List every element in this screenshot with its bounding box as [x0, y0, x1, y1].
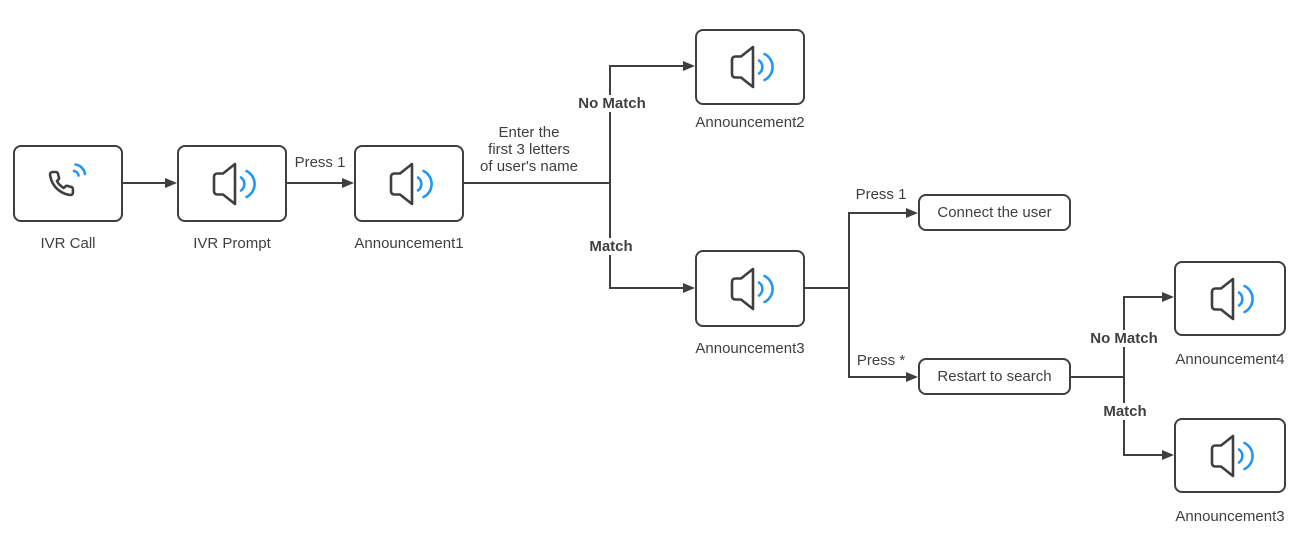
arrowhead-into-ivrprompt	[165, 178, 177, 188]
speaker-icon	[1202, 276, 1258, 322]
node-ivr-call[interactable]	[13, 145, 123, 222]
arrowhead-into-announcement3-repeat	[1162, 450, 1174, 460]
node-announcement3-repeat[interactable]	[1174, 418, 1286, 493]
node-label-ivr-call: IVR Call	[40, 235, 96, 252]
speaker-icon	[381, 161, 437, 207]
connector-ivrcall-to-ivrprompt	[123, 182, 166, 184]
node-label-announcement1: Announcement1	[354, 235, 464, 252]
edge-label-match-2: Match	[1100, 403, 1150, 420]
connector-press1-to-connect	[848, 212, 906, 214]
arrowhead-into-announcement4	[1162, 292, 1174, 302]
arrowhead-into-restart-search	[906, 372, 918, 382]
node-announcement4[interactable]	[1174, 261, 1286, 336]
node-ivr-prompt[interactable]	[177, 145, 287, 222]
node-announcement1[interactable]	[354, 145, 464, 222]
edge-label-no-match-2: No Match	[1087, 330, 1161, 347]
arrowhead-into-connect-user	[906, 208, 918, 218]
node-restart-to-search[interactable]: Restart to search	[918, 358, 1071, 395]
arrowhead-into-announcement1	[342, 178, 354, 188]
edge-label-press-1-connect: Press 1	[852, 186, 910, 203]
edge-label-enter-letters: Enter the first 3 letters of user's name	[477, 124, 581, 175]
node-announcement2[interactable]	[695, 29, 805, 105]
node-label-ivr-prompt: IVR Prompt	[193, 235, 271, 252]
connector-nomatch-to-announcement4	[1123, 296, 1162, 298]
speaker-icon	[722, 266, 778, 312]
connector-match-to-announcement3-repeat	[1123, 454, 1162, 456]
connector-branch1-vertical	[609, 66, 611, 289]
edge-label-press-star: Press *	[853, 352, 909, 369]
connector-restart-to-branch	[1071, 376, 1125, 378]
connector-branch3-vertical	[1123, 297, 1125, 456]
arrowhead-into-announcement2	[683, 61, 695, 71]
node-label-announcement3-repeat: Announcement3	[1175, 508, 1285, 525]
speaker-icon	[722, 44, 778, 90]
node-label-announcement3: Announcement3	[695, 340, 805, 357]
node-connect-the-user[interactable]: Connect the user	[918, 194, 1071, 231]
edge-label-press-1-prompt: Press 1	[291, 154, 349, 171]
node-announcement3[interactable]	[695, 250, 805, 327]
speaker-icon	[1202, 433, 1258, 479]
speaker-icon	[204, 161, 260, 207]
connector-nomatch-to-announcement2	[609, 65, 683, 67]
arrowhead-into-announcement3	[683, 283, 695, 293]
connector-match-to-announcement3	[609, 287, 683, 289]
connector-announcement1-to-branch	[464, 182, 611, 184]
node-label-announcement2: Announcement2	[695, 114, 805, 131]
edge-label-match-1: Match	[586, 238, 636, 255]
node-label-announcement4: Announcement4	[1175, 351, 1285, 368]
connector-announcement3-to-branch	[805, 287, 850, 289]
connector-pressstar-to-restart	[848, 376, 906, 378]
connector-branch2-vertical	[848, 213, 850, 378]
connector-ivrprompt-to-announcement1	[287, 182, 342, 184]
phone-call-icon	[39, 160, 97, 208]
edge-label-no-match-1: No Match	[575, 95, 649, 112]
